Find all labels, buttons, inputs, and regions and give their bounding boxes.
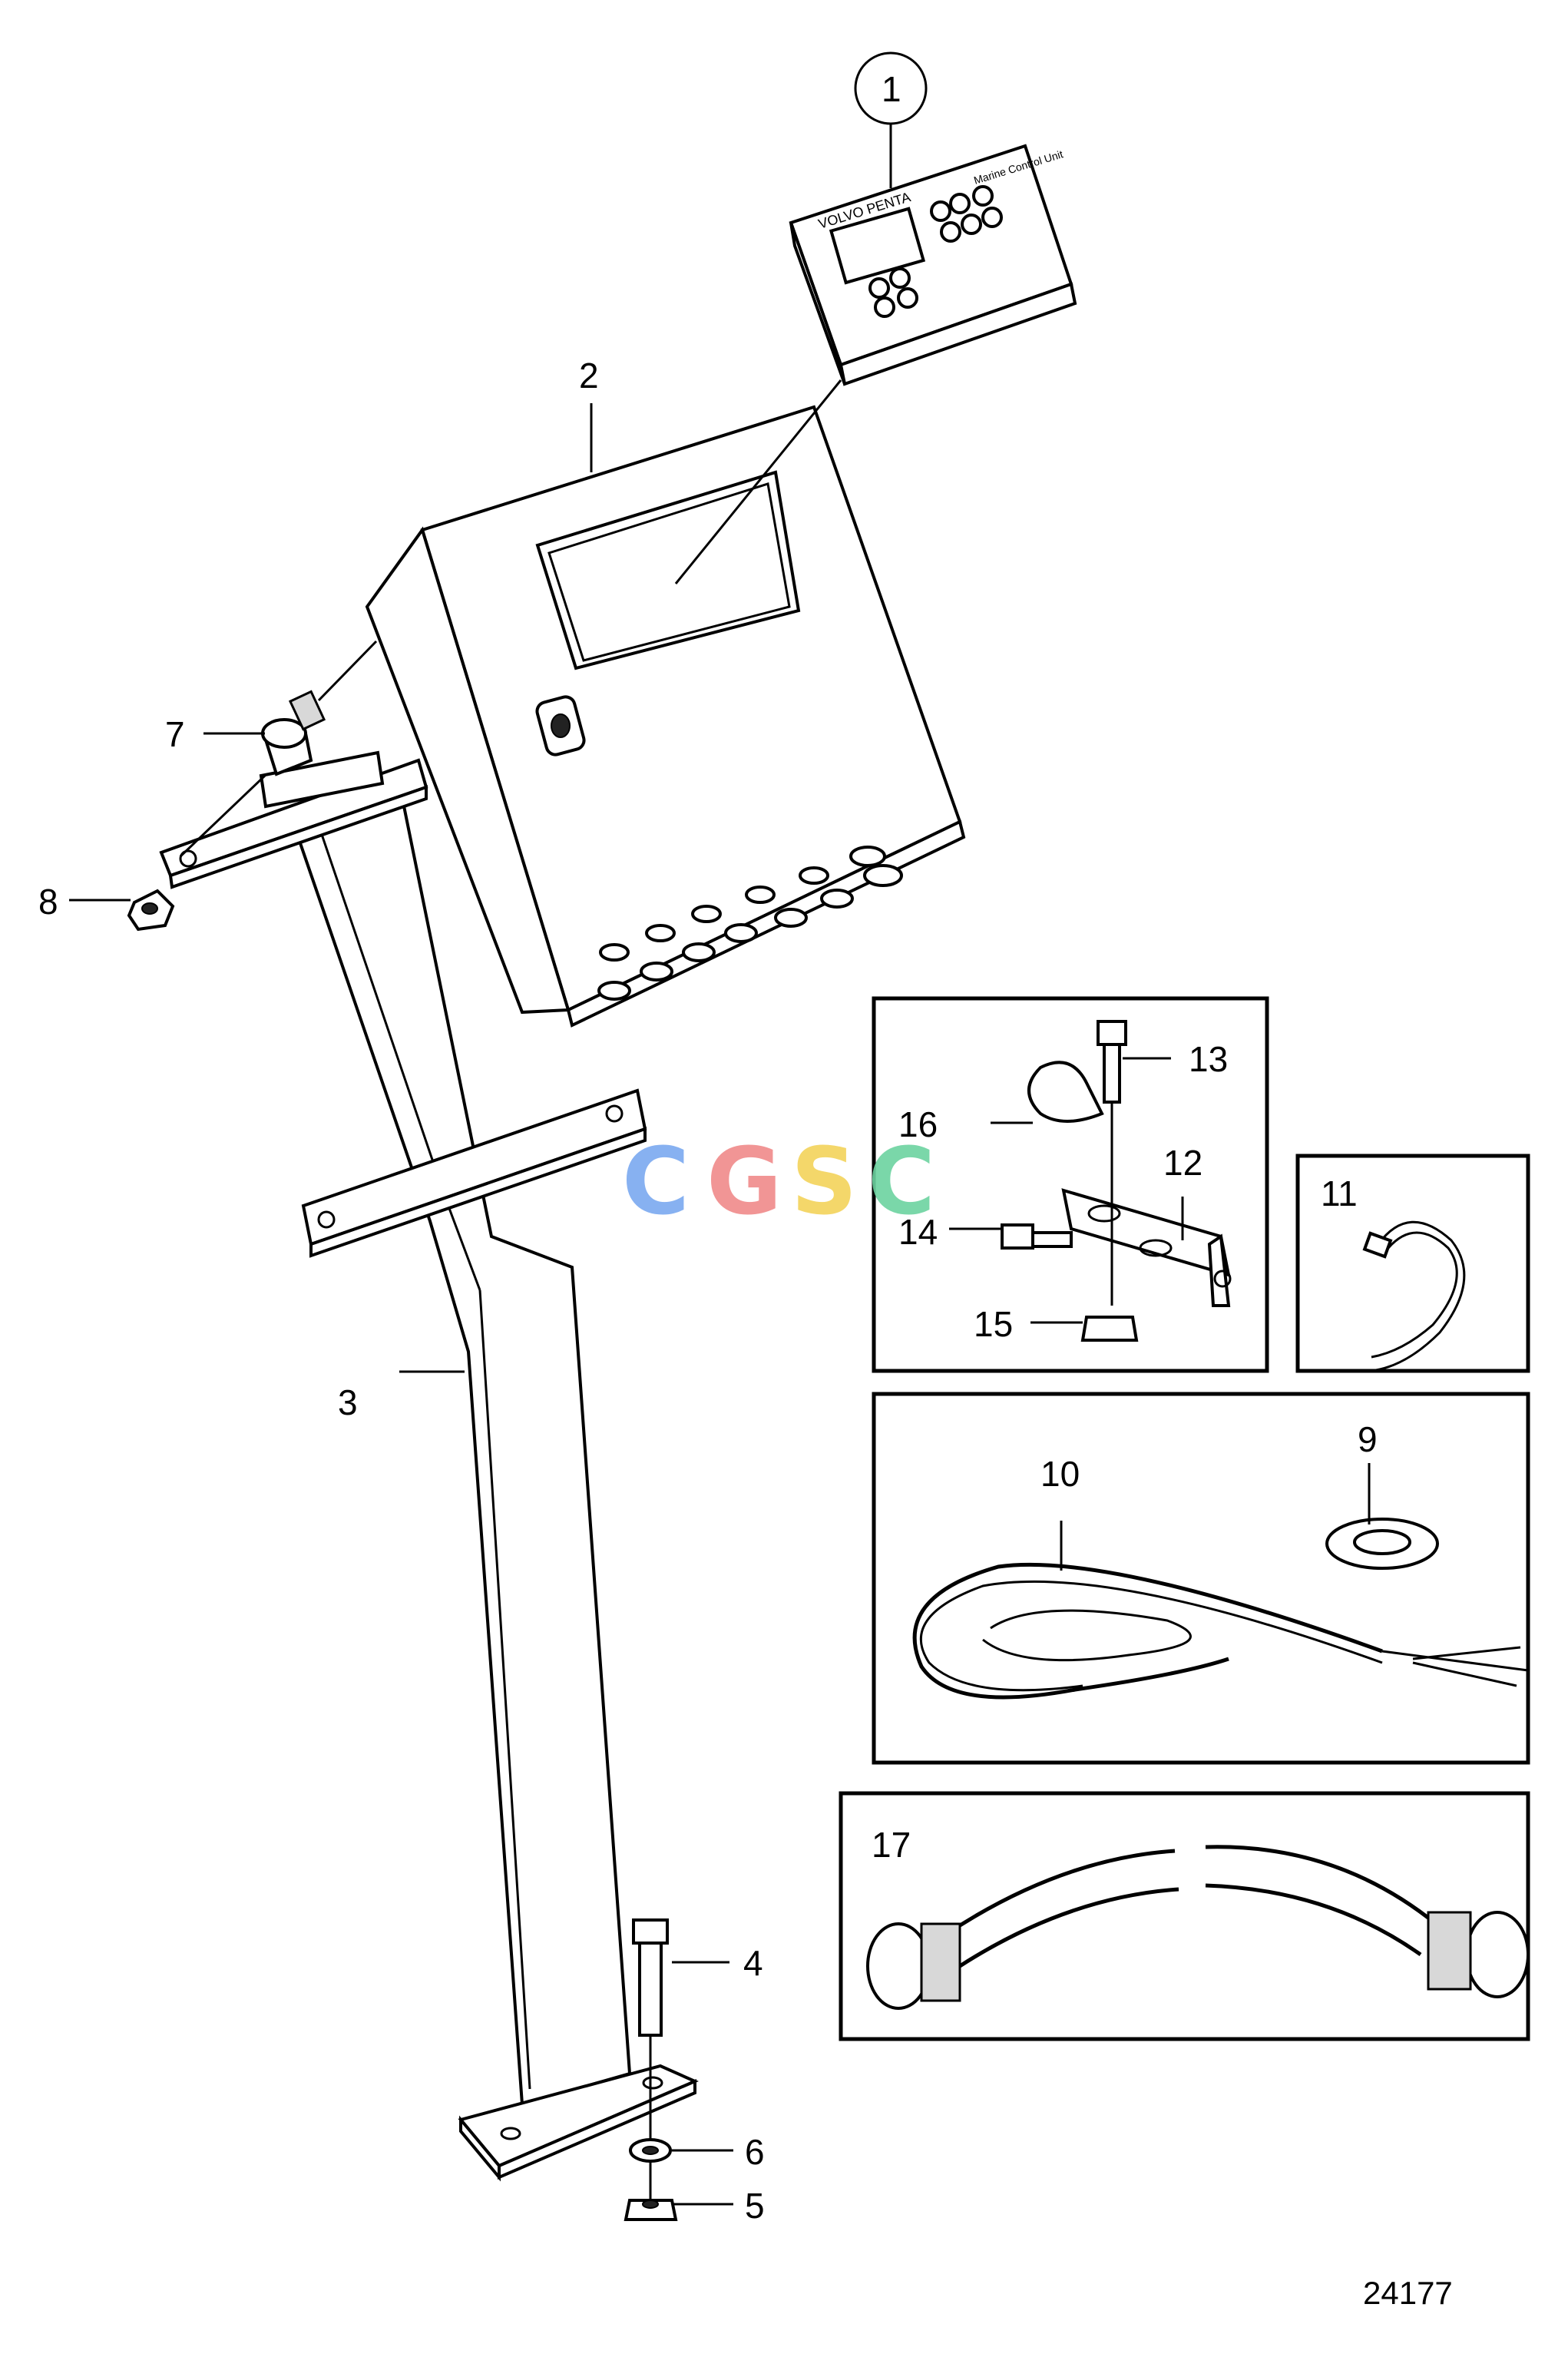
corrugated-conduit bbox=[866, 1845, 1530, 2010]
bolt-7 bbox=[179, 640, 378, 858]
callout-11: 11 bbox=[1321, 1174, 1358, 1213]
mounting-post bbox=[159, 750, 699, 2182]
washer-6 bbox=[629, 2138, 672, 2163]
callout-2: 2 bbox=[579, 356, 599, 396]
control-unit-buttons bbox=[868, 185, 1003, 318]
detail-box-11 bbox=[1295, 1154, 1530, 1373]
callout-labels: 1 2 3 4 5 6 7 8 9 10 11 12 13 14 15 16 1… bbox=[38, 69, 1378, 2226]
lock-washer-9 bbox=[1325, 1518, 1439, 1570]
callout-12: 12 bbox=[1163, 1143, 1202, 1183]
callout-16: 16 bbox=[898, 1104, 938, 1144]
callout-14: 14 bbox=[898, 1212, 938, 1252]
watermark-letter-1: C bbox=[622, 1129, 690, 1236]
callout-1: 1 bbox=[882, 69, 901, 109]
detail-box-17 bbox=[839, 1791, 1530, 2041]
nut-8 bbox=[127, 889, 175, 932]
callout-9: 9 bbox=[1358, 1419, 1378, 1459]
callout-15: 15 bbox=[974, 1304, 1013, 1344]
clip-assembly bbox=[1001, 1020, 1232, 1342]
detail-box-9-10 bbox=[872, 1392, 1530, 1765]
bolt-4 bbox=[632, 1918, 669, 2220]
callout-10: 10 bbox=[1040, 1454, 1080, 1494]
nut-5 bbox=[624, 2199, 678, 2221]
callout-4: 4 bbox=[743, 1943, 763, 1983]
enclosure-box bbox=[365, 405, 966, 1028]
callout-6: 6 bbox=[745, 2132, 765, 2172]
drawing-number: 24177 bbox=[1363, 2275, 1453, 2311]
watermark-letter-2: G bbox=[706, 1129, 782, 1236]
control-unit: VOLVO PENTA Marine Control Unit bbox=[674, 144, 1077, 584]
watermark: C G S C bbox=[622, 1129, 935, 1236]
cable-harness bbox=[912, 1562, 1529, 1700]
callout-17: 17 bbox=[872, 1825, 911, 1865]
detail-box-12-16 bbox=[872, 996, 1269, 1373]
watermark-letter-4: C bbox=[868, 1129, 935, 1236]
callout-8: 8 bbox=[38, 882, 58, 922]
cable-glands bbox=[597, 846, 903, 1001]
cable-tie bbox=[1362, 1220, 1466, 1372]
callout-3: 3 bbox=[338, 1382, 358, 1422]
watermark-letter-3: S bbox=[791, 1129, 857, 1236]
leader-lines bbox=[69, 403, 1371, 2206]
callout-5: 5 bbox=[745, 2186, 765, 2226]
callout-13: 13 bbox=[1189, 1039, 1228, 1079]
callout-7: 7 bbox=[165, 714, 185, 754]
